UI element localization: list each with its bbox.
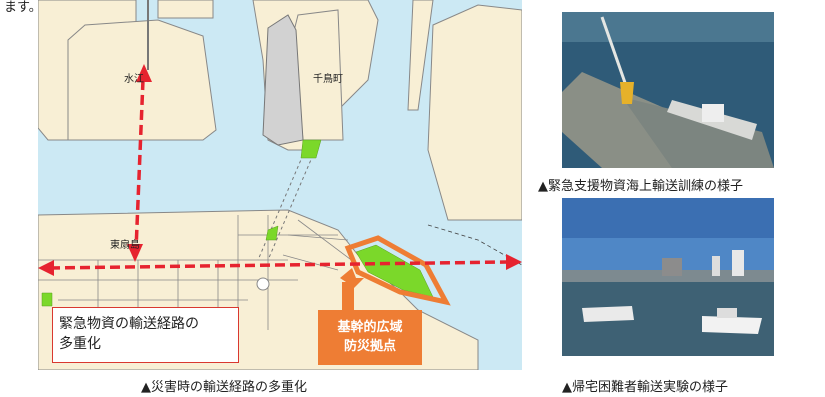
callout-line1: 緊急物資の輸送経路の — [59, 316, 199, 332]
bottom-photo-caption: ▲帰宅困難者輸送実験の様子 — [562, 380, 728, 395]
callout-line2: 多重化 — [59, 336, 101, 352]
land-block — [407, 0, 434, 111]
callout-box: 緊急物資の輸送経路の 多重化 — [52, 307, 239, 363]
green-area — [41, 292, 53, 307]
route-arrow-south — [127, 244, 143, 262]
land-block — [427, 4, 522, 221]
label-chidori: 千鳥町 — [313, 72, 343, 85]
label-higashi: 東扇島 — [110, 238, 140, 251]
top-photo-caption: ▲緊急支援物資海上輸送訓練の様子 — [538, 179, 743, 194]
route-arrow-north — [136, 64, 152, 82]
map-caption: ▲災害時の輸送経路の多重化 — [141, 380, 307, 395]
photo-sea-transport — [562, 12, 774, 168]
route-map: 水江 千鳥町 東扇島 緊急物資の輸送経路の 多重化 基幹的広域 防災拠点 — [38, 0, 522, 370]
intro-fragment: ます。 — [4, 0, 42, 15]
base-label-line1: 基幹的広域 — [337, 320, 403, 335]
base-outline — [344, 235, 451, 306]
route-arrow-east — [506, 254, 522, 270]
green-area — [300, 139, 322, 159]
green-area — [265, 225, 279, 241]
base-label-line2: 防災拠点 — [343, 339, 396, 354]
land-block — [157, 0, 214, 19]
route-vertical — [134, 79, 145, 251]
base-label: 基幹的広域 防災拠点 — [318, 310, 422, 365]
photo-evacuee-transport — [562, 198, 774, 356]
label-mizue: 水江 — [124, 73, 144, 85]
route-arrow-west — [38, 260, 54, 276]
route-horizontal — [49, 260, 509, 270]
roundabout — [256, 277, 270, 291]
